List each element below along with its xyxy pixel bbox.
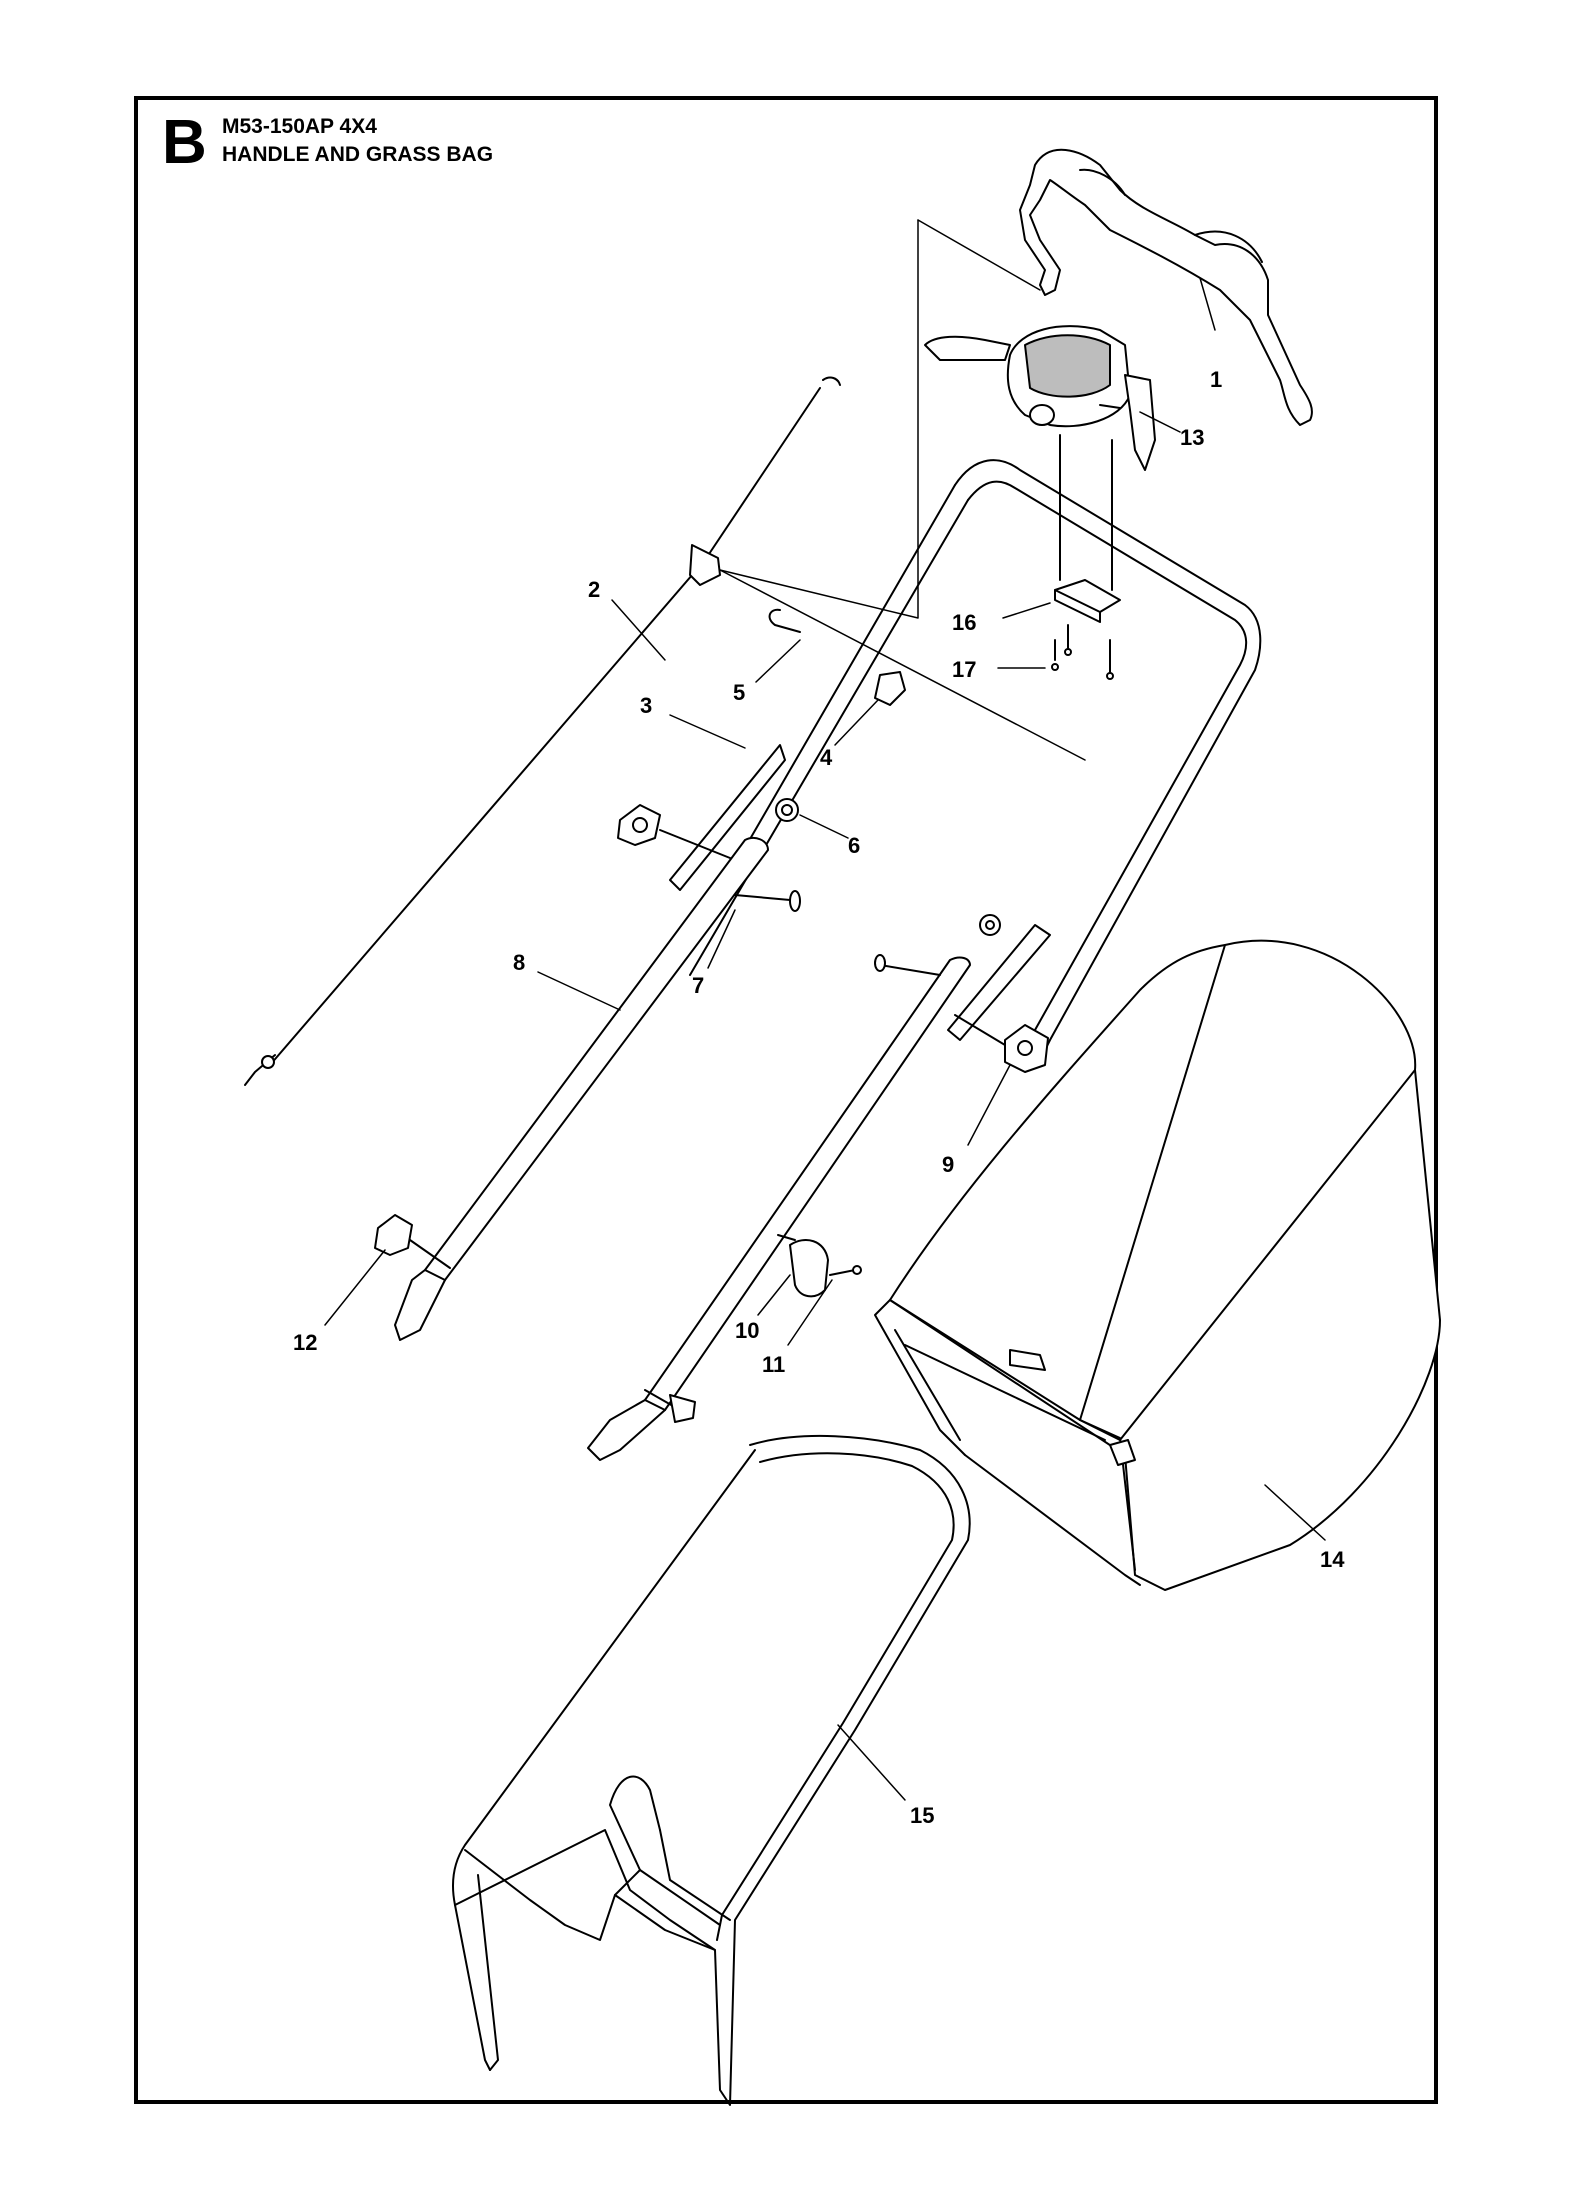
part-4-nut — [874, 671, 906, 706]
assembly-guide-lines — [719, 219, 1086, 761]
leader-1 — [1199, 277, 1216, 331]
part-5-clip — [768, 608, 801, 633]
right-lower-handle — [587, 956, 971, 1461]
part-1-upper-handle — [1019, 148, 1313, 426]
part-12-knob — [374, 1214, 451, 1269]
callout-13: 13 — [1180, 425, 1204, 450]
leader-3 — [669, 714, 746, 749]
diagram-frame — [134, 96, 1438, 2104]
right-nut — [979, 914, 1001, 936]
left-knob — [617, 804, 736, 861]
leader-15 — [837, 1724, 906, 1801]
callout-16: 16 — [952, 610, 976, 635]
part-14-grass-bag — [874, 939, 1441, 1591]
leader-5 — [755, 639, 801, 683]
leader-14 — [1264, 1484, 1326, 1541]
callout-6: 6 — [848, 833, 860, 858]
callout-15: 15 — [910, 1803, 934, 1828]
callout-9: 9 — [942, 1152, 954, 1177]
part-2-cable — [244, 376, 841, 1086]
part-17-screw-c — [1106, 672, 1114, 680]
part-8-lower-handle-left — [394, 837, 769, 1341]
leader-6 — [799, 814, 849, 839]
callout-7: 7 — [692, 973, 704, 998]
right-bolt — [874, 954, 941, 976]
callout-3: 3 — [640, 693, 652, 718]
leader-13 — [1139, 411, 1181, 433]
part-16-bracket — [1054, 434, 1121, 673]
callout-1: 1 — [1210, 367, 1222, 392]
right-handle-sleeve — [947, 924, 1051, 1041]
part-13-control-box — [924, 325, 1156, 471]
part-9-knob — [954, 1014, 1049, 1073]
leader-11 — [787, 1279, 833, 1346]
callout-14: 14 — [1320, 1547, 1345, 1572]
callout-10: 10 — [735, 1318, 759, 1343]
callout-2: 2 — [588, 577, 600, 602]
part-15-bag-frame — [452, 1434, 971, 2106]
leader-2 — [611, 599, 666, 661]
part-7-bolt — [734, 890, 801, 912]
part-3-cable-guide — [669, 744, 786, 891]
callout-5: 5 — [733, 680, 745, 705]
callout-leaders — [324, 277, 1326, 1801]
callout-8: 8 — [513, 950, 525, 975]
diagram-title: HANDLE AND GRASS BAG — [222, 143, 494, 166]
leader-9 — [967, 1064, 1011, 1146]
section-letter: B — [162, 108, 207, 177]
model-number: M53-150AP 4X4 — [222, 115, 377, 138]
leader-12 — [324, 1249, 386, 1326]
part-6-nut — [775, 798, 799, 822]
callout-17: 17 — [952, 657, 976, 682]
callout-12: 12 — [293, 1330, 317, 1355]
leader-4 — [834, 699, 879, 746]
leader-16 — [1002, 602, 1051, 619]
callout-11: 11 — [762, 1352, 785, 1377]
leader-7 — [707, 909, 736, 969]
leader-10 — [757, 1274, 791, 1316]
part-10-cable-clamp — [777, 1234, 829, 1298]
part-11-screw — [829, 1265, 862, 1276]
part-17-screw-b — [1064, 648, 1072, 656]
part-17-screw-a — [1051, 663, 1059, 671]
callout-4: 4 — [820, 745, 833, 770]
leader-8 — [537, 971, 621, 1011]
